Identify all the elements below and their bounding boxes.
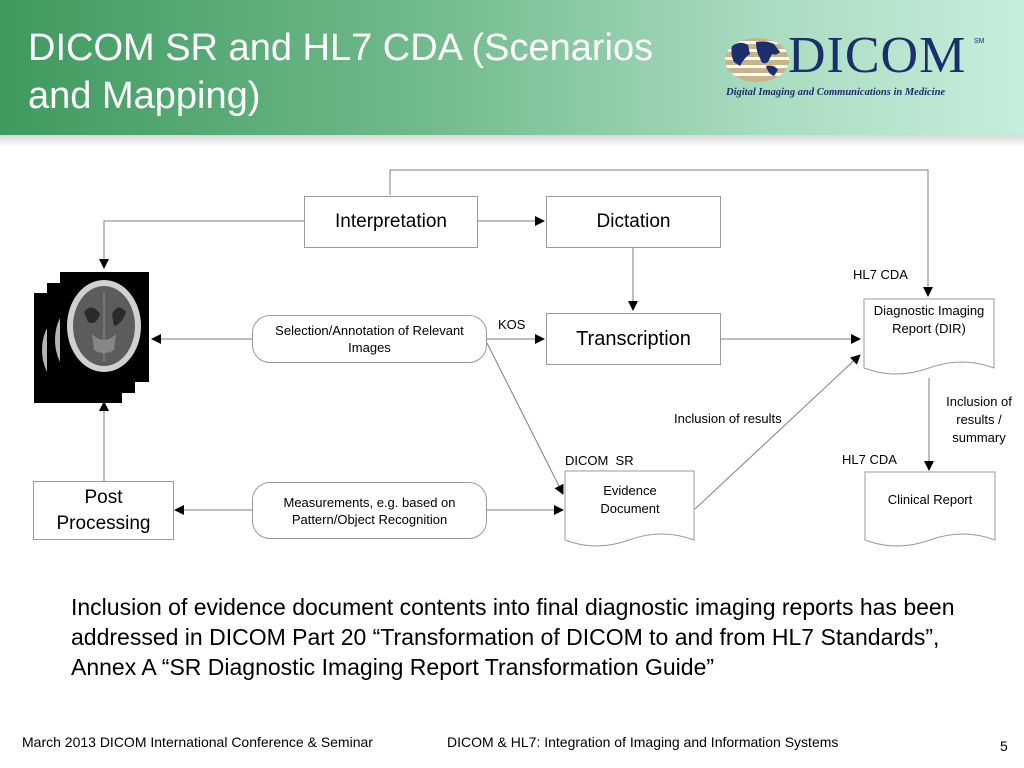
dicom-logo: DICOM SM Digital Imaging and Communicati…: [722, 28, 985, 104]
node-clinical-report-label: Clinical Report: [887, 492, 973, 507]
arrow-loop-to-dir: [389, 169, 933, 297]
node-evidence-label: Evidence Document: [600, 483, 660, 516]
dir-document-shape: [863, 298, 995, 375]
header-shadow: [0, 135, 1024, 147]
logo-tagline: Digital Imaging and Communications in Me…: [726, 87, 946, 98]
node-measurements: Measurements, e.g. based on Pattern/Obje…: [252, 482, 487, 539]
arrow-interpretation-to-images: [99, 220, 304, 269]
node-transcription: Transcription: [546, 313, 721, 365]
logo-service-mark: SM: [974, 38, 985, 45]
page-number: 5: [1000, 738, 1008, 754]
node-dictation: Dictation: [546, 196, 721, 248]
label-kos: KOS: [498, 317, 526, 332]
header-banner: [0, 0, 1024, 135]
evidence-document-shape: [564, 470, 695, 547]
clinical-report-document-shape: [864, 471, 996, 547]
footer-left: March 2013 DICOM International Conferenc…: [22, 734, 373, 750]
node-selection-annotation: Selection/Annotation of Relevant Images: [252, 315, 487, 363]
logo-wordmark: DICOM: [788, 27, 967, 84]
body-paragraph: Inclusion of evidence document contents …: [71, 594, 955, 680]
slide-title: DICOM SR and HL7 CDA (Scenarios and Mapp…: [28, 27, 654, 117]
globe-icon: [725, 38, 789, 82]
footer-center: DICOM & HL7: Integration of Imaging and …: [447, 734, 839, 750]
node-post-processing: Post Processing: [33, 481, 174, 540]
node-dir-label: Diagnostic Imaging Report (DIR): [873, 303, 985, 336]
label-hl7-cda-top: HL7 CDA: [853, 267, 908, 282]
label-inclusion-summary: Inclusion of results / summary: [946, 394, 1012, 445]
arrow-evidence-to-dir: [694, 354, 861, 510]
label-hl7-cda-bottom: HL7 CDA: [842, 452, 897, 467]
label-inclusion-of-results: Inclusion of results: [674, 411, 782, 426]
label-dicom-sr: DICOM SR: [565, 453, 634, 468]
arrow-selection-to-evidence: [486, 342, 564, 495]
ct-image-stack: [34, 272, 149, 403]
node-interpretation: Interpretation: [304, 196, 478, 248]
